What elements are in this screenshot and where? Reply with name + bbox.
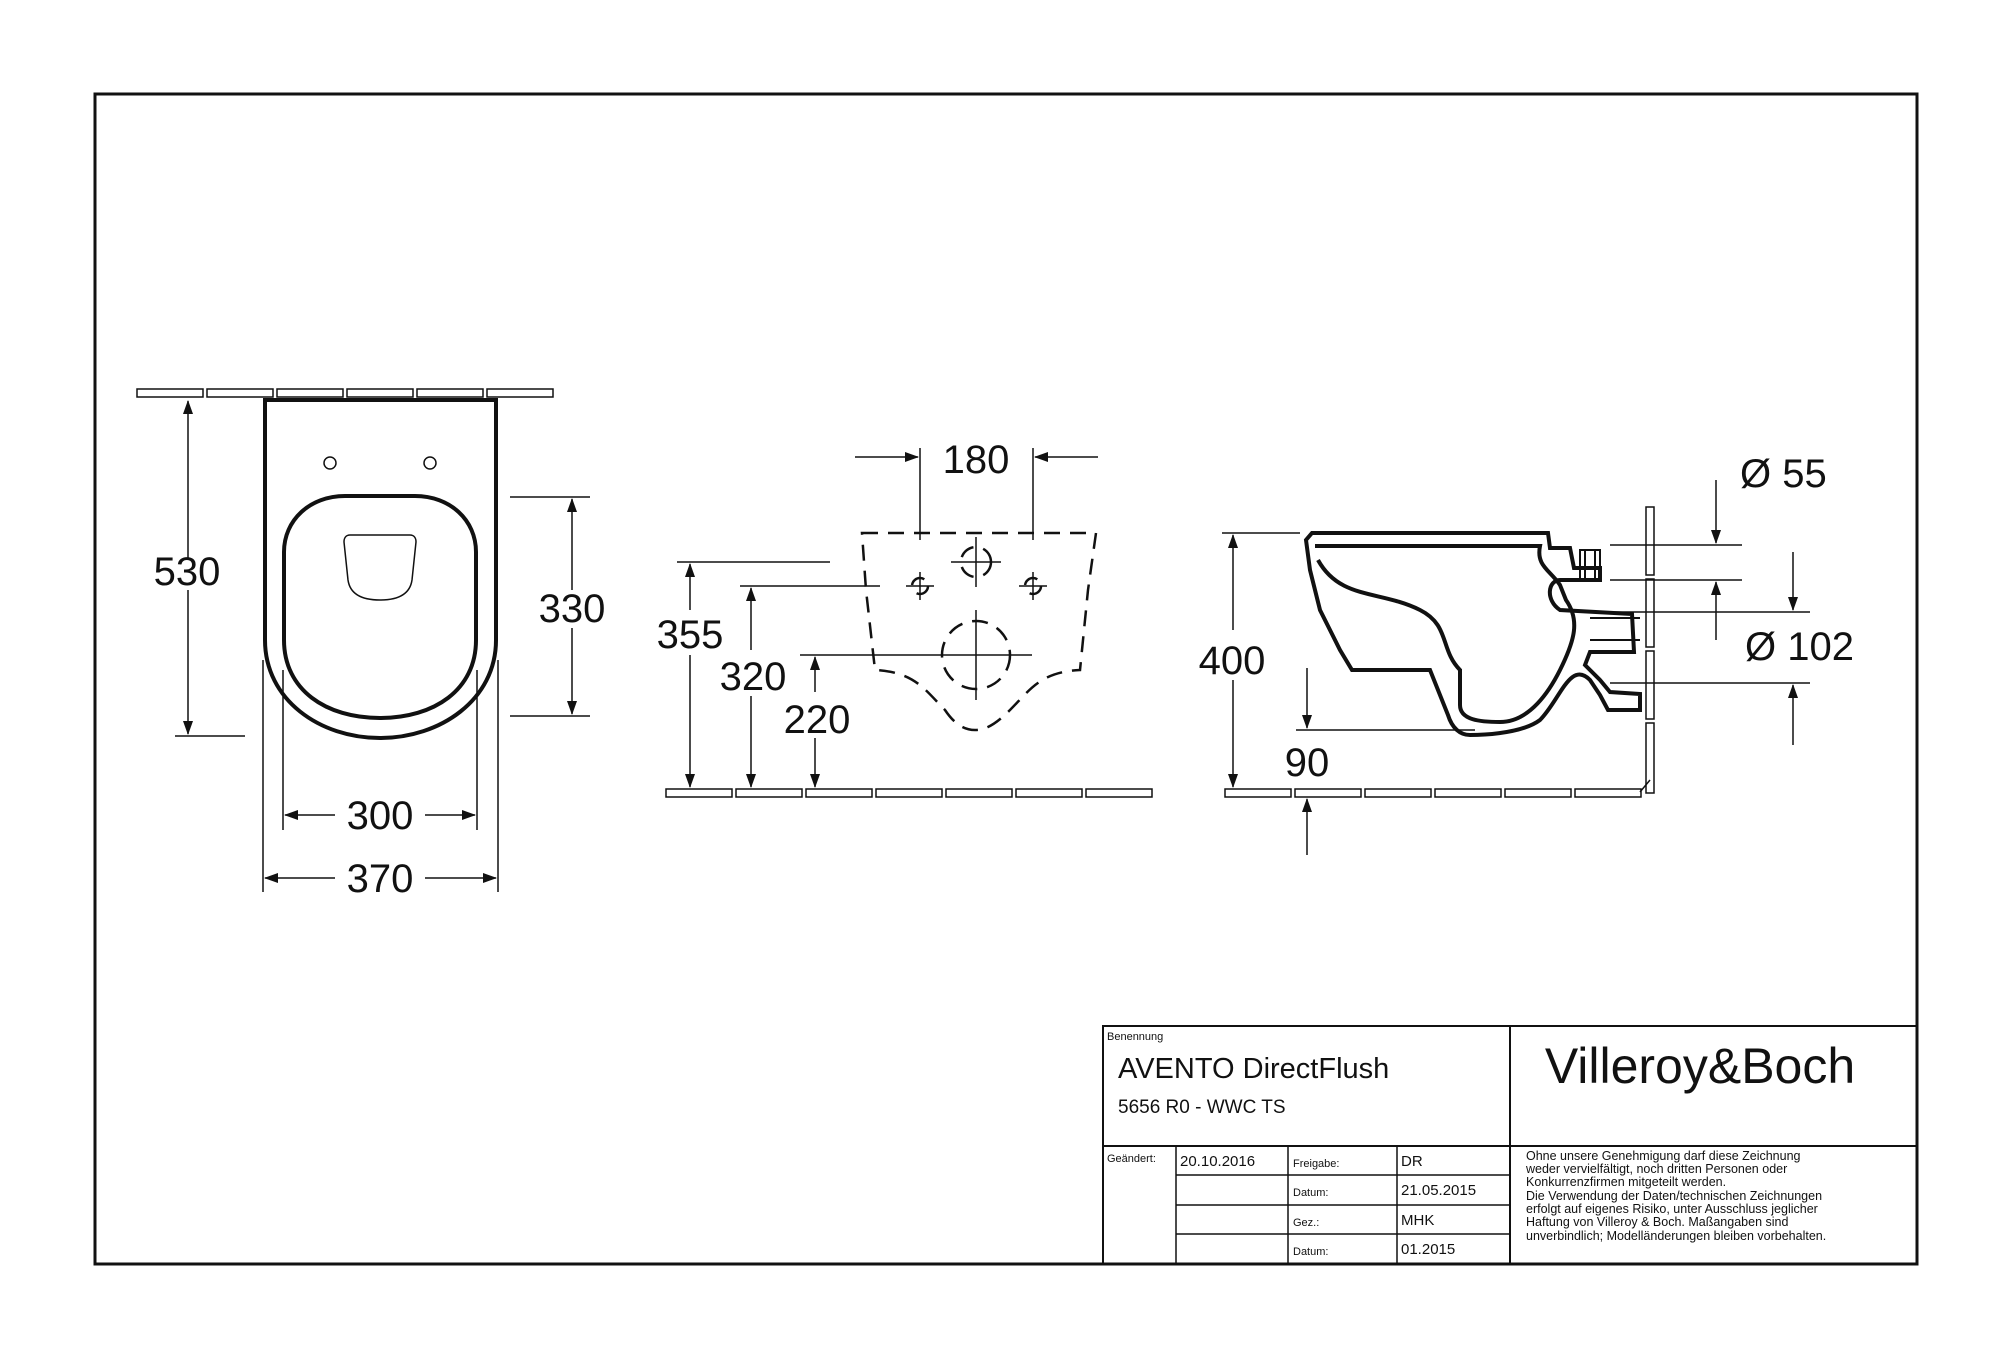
notice-line: erfolgt auf eigenes Risiko, unter Aussch… bbox=[1526, 1202, 1818, 1216]
geaendert-label: Geändert: bbox=[1107, 1153, 1156, 1165]
side-wall-strip bbox=[1639, 506, 1655, 794]
seat-hole-left bbox=[323, 456, 337, 470]
side-floor-strip bbox=[1224, 788, 1642, 798]
dim-inlet-diameter: Ø 55 bbox=[1740, 452, 1827, 496]
dim-outlet-diameter: Ø 102 bbox=[1745, 625, 1854, 669]
outlet-circle bbox=[920, 610, 1032, 700]
side-inlet-connector bbox=[1579, 549, 1601, 581]
freigabe-value: DR bbox=[1401, 1153, 1423, 1170]
dim-height-355: 355 bbox=[657, 613, 724, 657]
dim-width-370: 370 bbox=[347, 857, 414, 901]
notice-line: Haftung von Villeroy & Boch. Maßangaben … bbox=[1526, 1215, 1788, 1229]
dim-length-530: 530 bbox=[154, 550, 221, 594]
gez-value: MHK bbox=[1401, 1212, 1434, 1229]
top-view: 530 330 300 370 bbox=[136, 388, 606, 901]
datum2-label: Datum: bbox=[1293, 1246, 1328, 1258]
notice-line: Die Verwendung der Daten/technischen Zei… bbox=[1526, 1189, 1822, 1203]
seat-hole-right bbox=[423, 456, 437, 470]
side-view: 400 90 Ø 55 Ø 102 bbox=[1199, 452, 1854, 855]
drawing-frame bbox=[93, 92, 1919, 1266]
dim-fixing-spacing-180: 180 bbox=[943, 438, 1010, 482]
dim-height-220: 220 bbox=[784, 698, 851, 742]
notice-line: weder vervielfältigt, noch dritten Perso… bbox=[1525, 1162, 1787, 1176]
gez-label: Gez.: bbox=[1293, 1217, 1319, 1229]
rear-floor-strip bbox=[665, 788, 1153, 798]
fixing-point-left bbox=[906, 572, 934, 600]
side-bowl-inner bbox=[1315, 544, 1577, 725]
bowl-basin bbox=[343, 534, 417, 601]
title-block: Benennung AVENTO DirectFlush 5656 R0 - W… bbox=[1102, 1025, 1918, 1265]
brand-logo-text: Villeroy&Boch bbox=[1545, 1038, 1855, 1094]
bowl-rim bbox=[282, 494, 478, 721]
geaendert-value: 20.10.2016 bbox=[1180, 1153, 1255, 1170]
notice-line: Ohne unsere Genehmigung darf diese Zeich… bbox=[1526, 1149, 1801, 1163]
fixing-point-top bbox=[951, 537, 1001, 587]
rear-contour bbox=[860, 531, 1098, 732]
bowl-outline bbox=[263, 398, 498, 741]
notice-line: Konkurrenzfirmen mitgeteilt werden. bbox=[1526, 1175, 1726, 1189]
article-number: 5656 R0 - WWC TS bbox=[1118, 1097, 1286, 1118]
datum1-value: 21.05.2015 bbox=[1401, 1182, 1476, 1199]
benennung-label: Benennung bbox=[1107, 1031, 1163, 1043]
dim-inner-length-330: 330 bbox=[539, 587, 606, 631]
product-name: AVENTO DirectFlush bbox=[1118, 1053, 1389, 1085]
side-bowl-outer bbox=[1303, 531, 1642, 738]
freigabe-label: Freigabe: bbox=[1293, 1158, 1339, 1170]
notice-line: unverbindlich; Modelländerungen bleiben … bbox=[1526, 1229, 1826, 1243]
side-trap bbox=[1590, 617, 1640, 641]
dim-outlet-height-90: 90 bbox=[1285, 741, 1330, 785]
top-wall-strip bbox=[136, 388, 554, 398]
datum2-value: 01.2015 bbox=[1401, 1241, 1455, 1258]
dim-inner-width-300: 300 bbox=[347, 794, 414, 838]
fixing-point-right bbox=[1019, 572, 1047, 600]
dim-height-400: 400 bbox=[1199, 639, 1266, 683]
datum1-label: Datum: bbox=[1293, 1187, 1328, 1199]
rear-view: 180 355 320 220 bbox=[657, 438, 1153, 798]
dim-height-320: 320 bbox=[720, 655, 787, 699]
